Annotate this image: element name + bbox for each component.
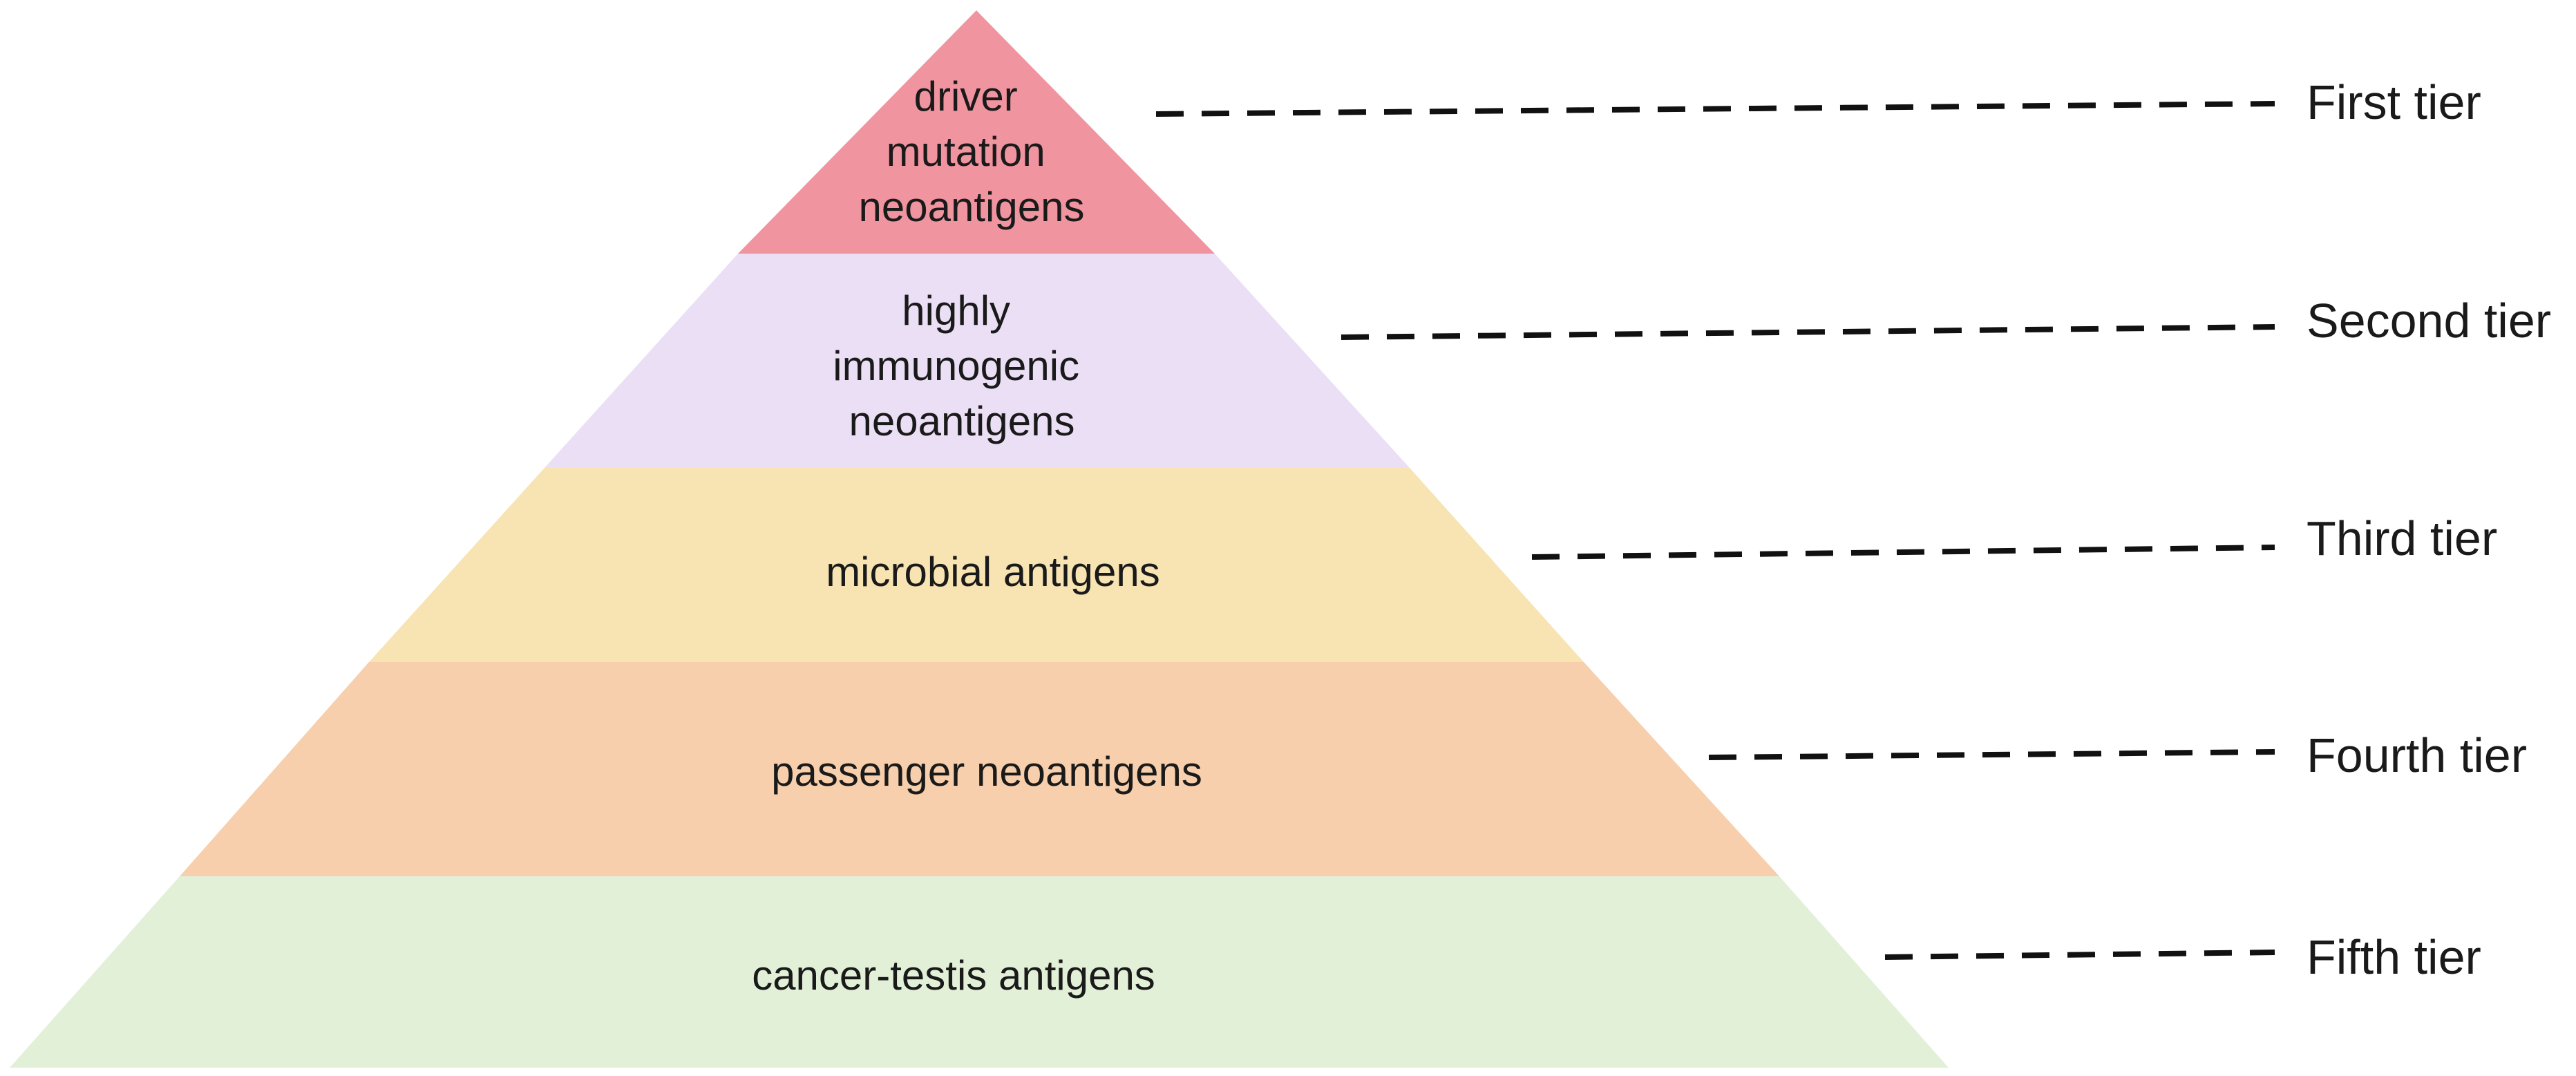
pyramid-level-1-line-3: neoantigens <box>859 184 1085 230</box>
tier-3-leader-line <box>1531 545 2275 560</box>
tier-5-label: Fifth tier <box>2307 930 2481 984</box>
pyramid-level-2: highly immunogenic neoantigens <box>544 254 1410 468</box>
pyramid-level-1-line-2: mutation <box>887 129 1045 175</box>
tier-2-leader-line <box>1341 324 2275 340</box>
pyramid-level-2-band <box>544 254 1410 468</box>
pyramid-level-5: cancer-testis antigens <box>10 876 1949 1068</box>
pyramid-level-1-line-1: driver <box>914 73 1018 120</box>
tier-2-label: Second tier <box>2307 294 2551 348</box>
tier-5-leader-line <box>1884 950 2275 960</box>
pyramid-level-3-band <box>369 468 1584 662</box>
pyramid-level-3-text: microbial antigens <box>826 549 1160 595</box>
pyramid-level-1-band <box>738 10 1215 254</box>
pyramid-level-4-line-1: passenger neoantigens <box>771 748 1202 795</box>
pyramid-level-4-band <box>180 662 1779 876</box>
pyramid-level-1: driver mutation neoantigens <box>738 10 1215 254</box>
pyramid-level-3-line-1: microbial antigens <box>826 549 1160 595</box>
pyramid-level-4: passenger neoantigens <box>180 662 1779 876</box>
pyramid-level-5-text: cancer-testis antigens <box>752 952 1155 999</box>
pyramid-level-1-text: driver mutation neoantigens <box>859 73 1085 230</box>
tier-1-leader-line <box>1155 101 2275 117</box>
tier-4-label: Fourth tier <box>2307 728 2527 782</box>
tier-4-leader-line <box>1708 749 2275 760</box>
pyramid-level-2-line-3: neoantigens <box>849 398 1075 444</box>
pyramid-level-2-text: highly immunogenic neoantigens <box>833 287 1091 444</box>
pyramid-level-4-text: passenger neoantigens <box>771 748 1202 795</box>
pyramid-level-2-line-2: immunogenic <box>833 343 1079 389</box>
pyramid-level-2-line-1: highly <box>902 287 1010 334</box>
pyramid-level-3: microbial antigens <box>369 468 1584 662</box>
tier-3-label: Third tier <box>2307 511 2497 565</box>
tier-1-label: First tier <box>2307 75 2481 129</box>
pyramid-level-5-line-1: cancer-testis antigens <box>752 952 1155 999</box>
pyramid-level-5-band <box>10 876 1949 1068</box>
